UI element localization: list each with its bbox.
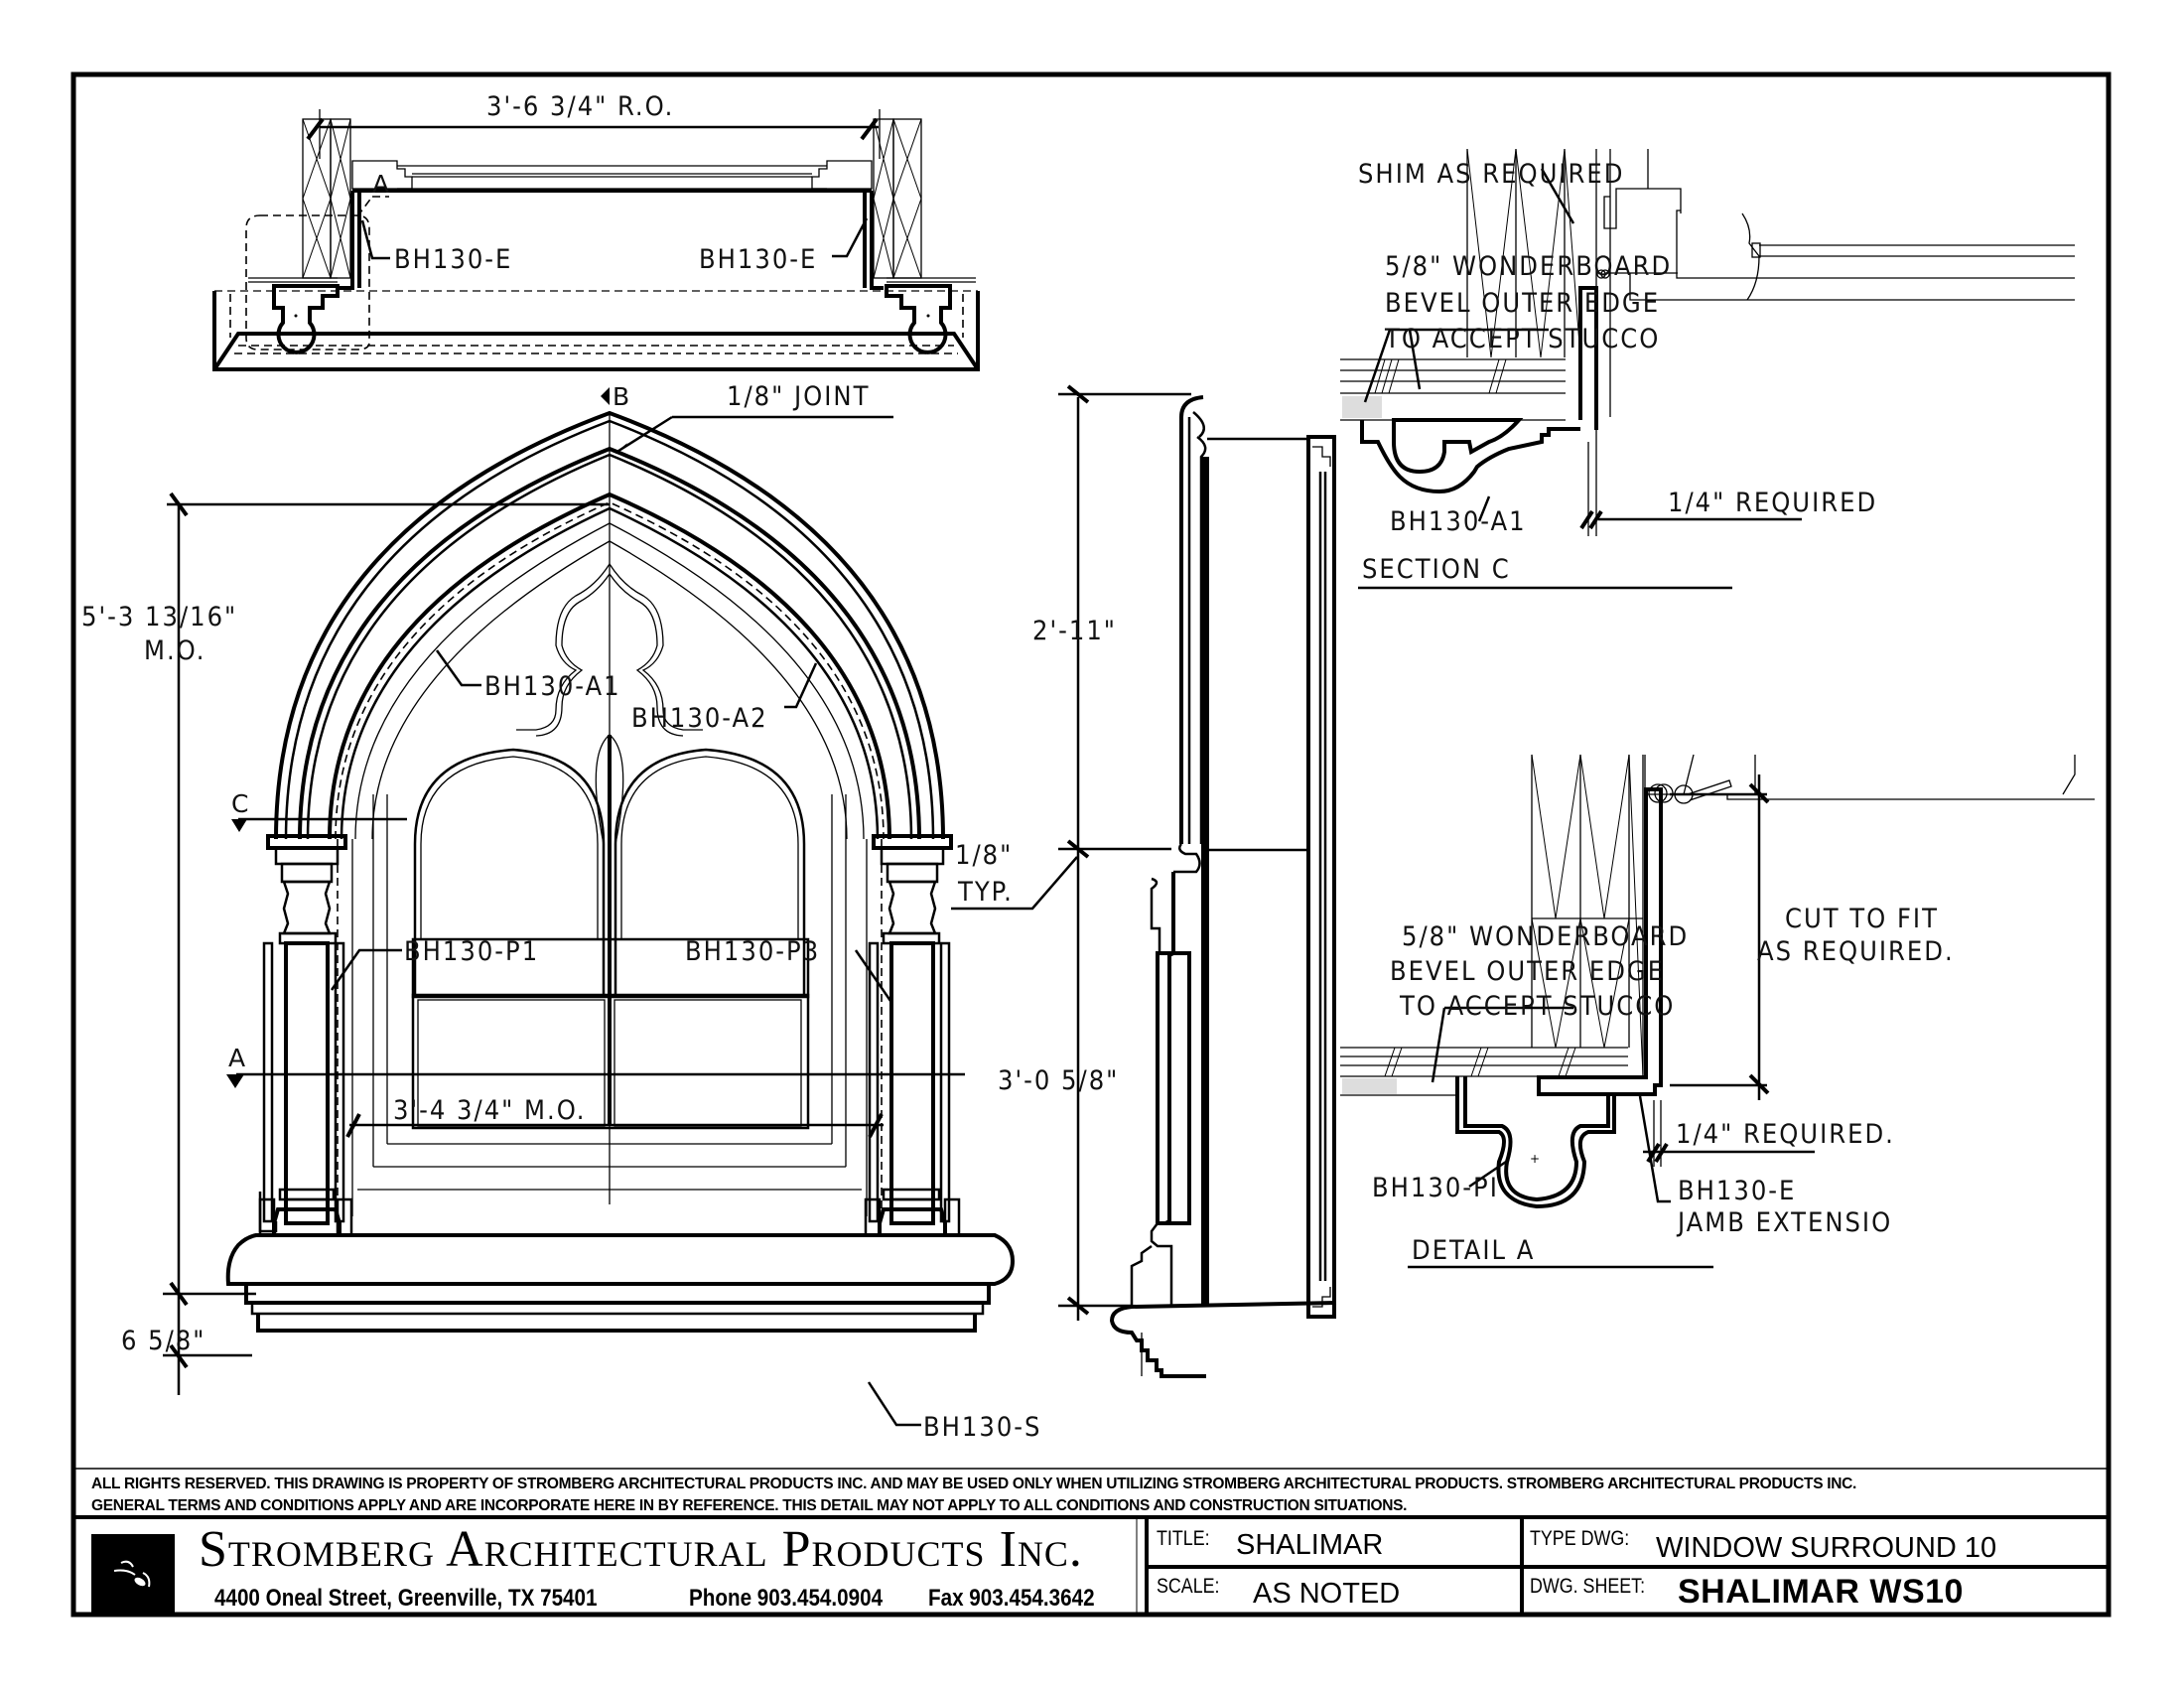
section-c-board-note-3: TO ACCEPT STUCCO: [1384, 324, 1660, 354]
section-a-marker: A: [228, 1044, 247, 1072]
section-c-board-note-2: BEVEL OUTER EDGE: [1385, 288, 1660, 319]
section-c-title: SECTION C: [1362, 554, 1511, 585]
detail-a: + CUT TO FIT AS REQUIRED. 1/4" REQUIRED.…: [1340, 754, 2095, 1269]
joint-note: 1/8" JOINT: [727, 381, 870, 412]
front-elevation: B: [81, 381, 1078, 1443]
lower-height-dimension: 3'-0 5/8": [998, 1065, 1119, 1096]
company-address: 4400 Oneal Street, Greenville, TX 75401: [214, 1585, 598, 1612]
detail-a-title: DETAIL A: [1412, 1235, 1535, 1266]
section-c-gap-note: 1/4" REQUIRED: [1668, 488, 1877, 518]
cut-to-fit-note-2: AS REQUIRED.: [1757, 936, 1955, 967]
scale-value: AS NOTED: [1253, 1578, 1401, 1610]
typ-joint-dim: 1/8": [955, 840, 1013, 871]
upper-height-dimension: 2'-11": [1032, 616, 1117, 646]
disclaimer: ALL RIGHTS RESERVED. THIS DRAWING IS PRO…: [91, 1474, 2107, 1517]
dwg-sheet-key: DWG. SHEET:: [1530, 1575, 1646, 1598]
company-name: Stromberg Architectural Products Inc.: [199, 1521, 1083, 1578]
left-pilaster: [258, 834, 353, 1237]
section-c-board-note-1: 5/8" WONDERBOARD: [1385, 251, 1672, 282]
scale-key: SCALE:: [1157, 1575, 1220, 1598]
plan-view: 3'-6 3/4" R.O.: [212, 91, 980, 371]
plan-label-left: BH130-E: [394, 244, 512, 275]
shim-note: SHIM AS REQUIRED: [1358, 159, 1625, 190]
detail-a-jamb-label-2: JAMB EXTENSIO: [1676, 1207, 1892, 1238]
flame-logo-icon: [91, 1534, 175, 1614]
detail-a-gap-note: 1/4" REQUIRED.: [1676, 1119, 1895, 1150]
section-c-part-label: BH130-A1: [1390, 506, 1527, 537]
side-section: 2'-11" 3'-0 5/8": [998, 384, 1337, 1378]
title-value: SHALIMAR: [1236, 1529, 1384, 1561]
pilaster-label-p1: BH130-P1: [404, 936, 539, 967]
cut-to-fit-note-1: CUT TO FIT: [1785, 904, 1939, 934]
detail-a-board-note-2: BEVEL OUTER EDGE: [1390, 956, 1665, 987]
type-dwg-key: TYPE DWG:: [1530, 1527, 1630, 1550]
height-dimension: 5'-3 13/16": [81, 602, 237, 633]
dwg-sheet-value: SHALIMAR WS10: [1678, 1573, 1964, 1611]
sheet-border: [70, 71, 2112, 1618]
arch-label-a1: BH130-A1: [484, 671, 621, 702]
type-dwg-value: WINDOW SURROUND 10: [1656, 1532, 1997, 1564]
typ-joint-note: TYP.: [957, 877, 1014, 908]
company-fax: Fax 903.454.3642: [928, 1585, 1095, 1612]
detail-a-board-note-3: TO ACCEPT STUCCO: [1399, 991, 1675, 1022]
company-phone: Phone 903.454.0904: [689, 1585, 884, 1612]
arch-label-a2: BH130-A2: [631, 703, 768, 734]
title-key: TITLE:: [1157, 1527, 1210, 1550]
right-pilaster: [864, 834, 961, 1237]
sill-label: BH130-S: [923, 1412, 1041, 1443]
sill-height-dimension: 6 5/8": [121, 1326, 205, 1356]
detail-a-marker: A: [372, 170, 391, 199]
detail-a-jamb-label-1: BH130-E: [1678, 1176, 1796, 1206]
width-dimension: 3'-4 3/4" M.O.: [393, 1095, 586, 1126]
disclaimer-line-1: ALL RIGHTS RESERVED. THIS DRAWING IS PRO…: [91, 1476, 1857, 1492]
section-c-detail: SHIM AS REQUIRED 5/8" WONDERBOARD BEVEL …: [1340, 148, 2075, 590]
section-b-marker: B: [613, 382, 631, 411]
height-dimension-mo: M.O.: [144, 635, 205, 666]
section-c-marker: C: [231, 789, 250, 818]
svg-text:+: +: [1530, 1152, 1540, 1166]
rough-opening-dimension: 3'-6 3/4" R.O.: [486, 91, 674, 122]
detail-a-part-label: BH130-PI: [1372, 1173, 1499, 1203]
detail-a-board-note-1: 5/8" WONDERBOARD: [1402, 921, 1689, 952]
pilaster-label-p3: BH130-P3: [685, 936, 820, 967]
plan-label-right: BH130-E: [699, 244, 817, 275]
disclaimer-line-2: GENERAL TERMS AND CONDITIONS APPLY AND A…: [91, 1497, 1408, 1514]
